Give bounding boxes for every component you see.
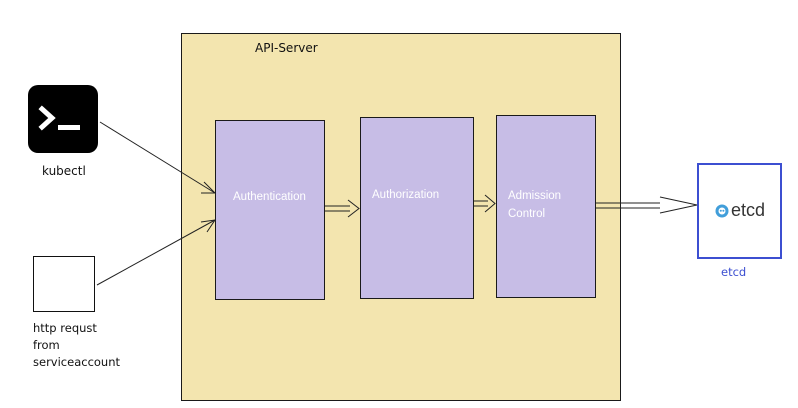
- admission-control-box: [496, 115, 596, 298]
- serviceaccount-label: http requst from serviceaccount: [33, 321, 121, 369]
- etcd-logo-icon: [715, 204, 729, 217]
- kubectl-label: kubectl: [42, 164, 86, 178]
- arrow-kubectl-to-authentication: [99, 121, 217, 194]
- arrow-admission-to-etcd: [596, 196, 698, 214]
- authentication-box: [215, 120, 325, 300]
- etcd-logo: etcd: [714, 200, 765, 221]
- api-server-title: API-Server: [255, 41, 318, 55]
- authorization-label: Authorization: [372, 189, 440, 201]
- authorization-box: [360, 117, 474, 299]
- arrow-authentication-to-authorization: [325, 199, 360, 218]
- etcd-label: etcd: [721, 265, 747, 279]
- serviceaccount-box: [33, 256, 95, 312]
- arrow-authorization-to-admission: [474, 194, 496, 213]
- etcd-box: [697, 163, 782, 259]
- admission-control-label: Admission Control: [508, 190, 562, 220]
- authentication-label: Authentication: [233, 191, 306, 203]
- etcd-logo-text: etcd: [731, 200, 766, 220]
- arrow-serviceaccount-to-authentication: [96, 219, 217, 286]
- terminal-icon: [28, 85, 98, 153]
